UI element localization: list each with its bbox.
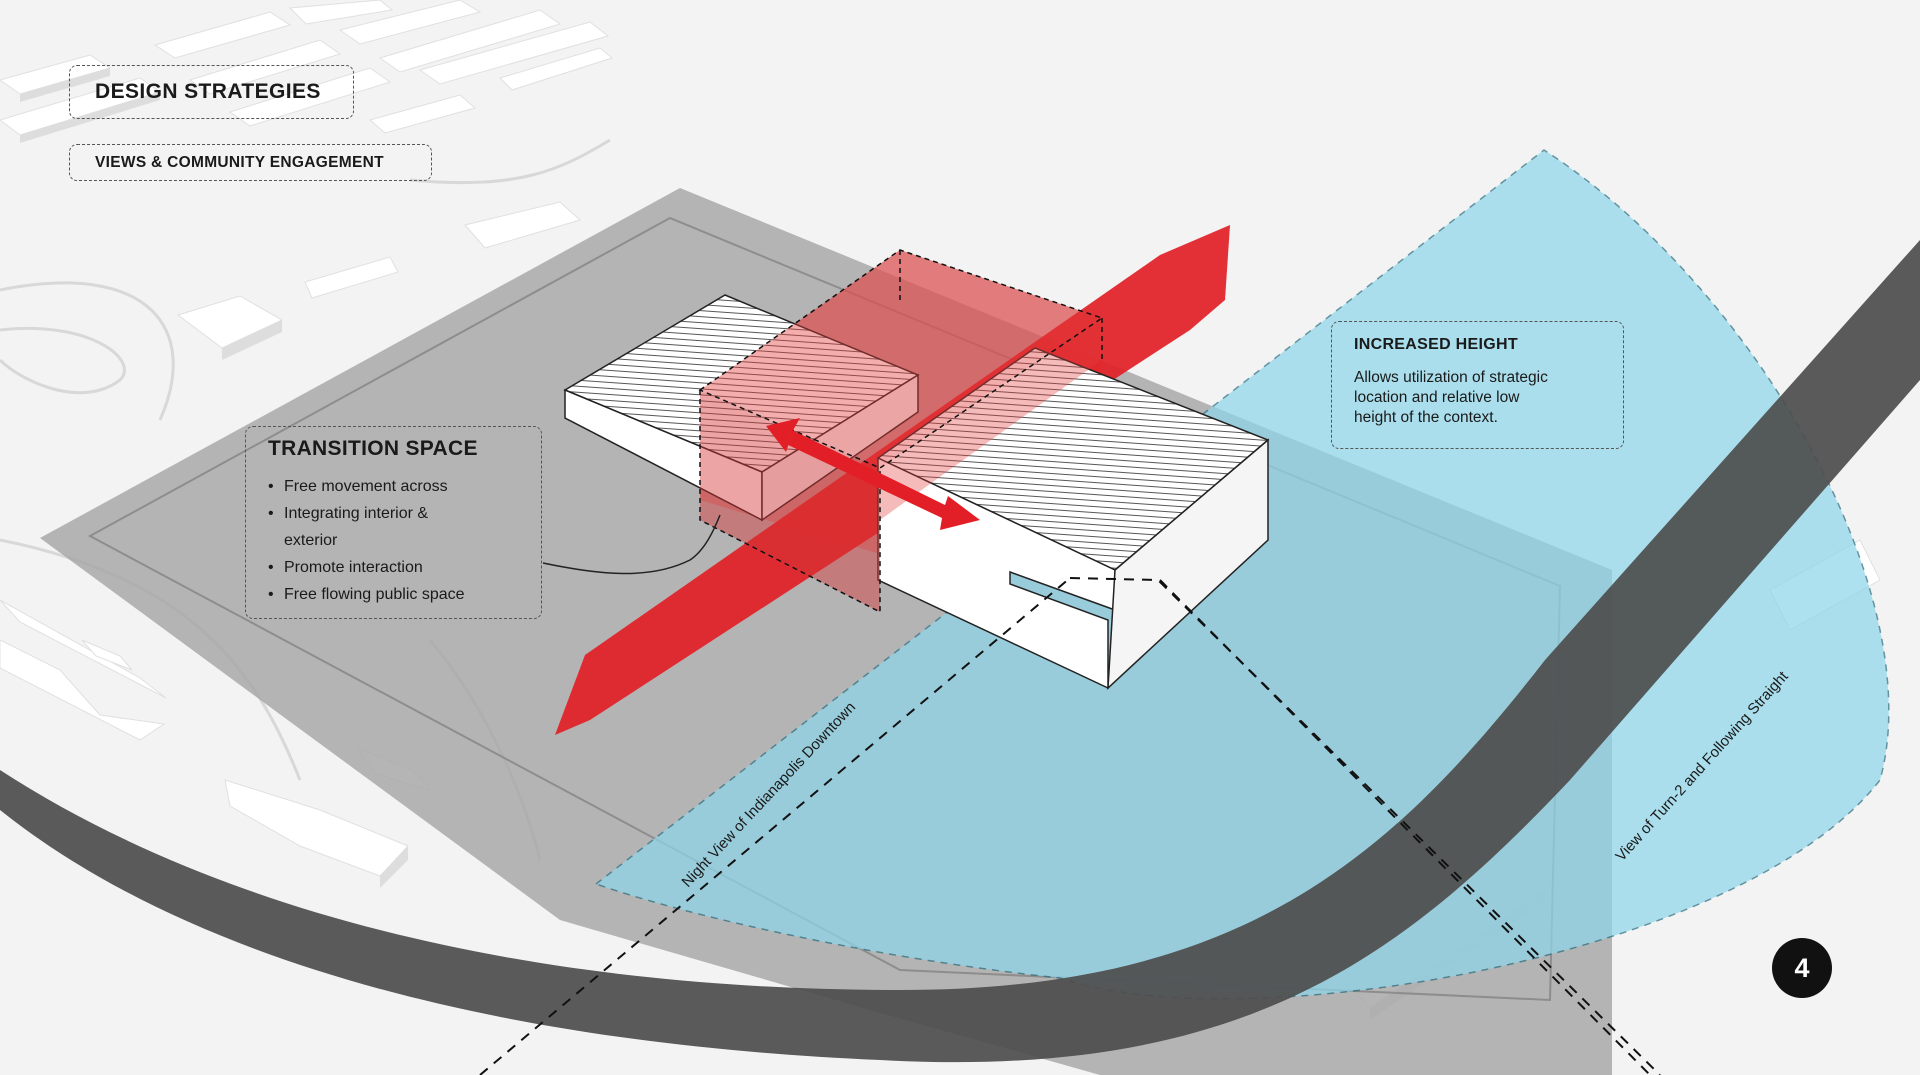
- page-title-text: DESIGN STRATEGIES: [95, 80, 321, 103]
- transition-space-title: TRANSITION SPACE: [268, 437, 478, 460]
- increased-height-line: height of the context.: [1354, 409, 1498, 426]
- list-item: Free flowing public space: [268, 581, 541, 608]
- movement-double-arrow: [766, 418, 980, 530]
- transition-volume: [698, 249, 1104, 614]
- transition-space-callout: TRANSITION SPACE Free movement across In…: [245, 426, 542, 619]
- section-subtitle-text: VIEWS & COMMUNITY ENGAGEMENT: [95, 153, 384, 171]
- increased-height-line: Allows utilization of strategic: [1354, 369, 1548, 386]
- list-item: Integrating interior &: [268, 500, 541, 527]
- page-number: 4: [1794, 952, 1810, 983]
- increased-height-line: location and relative low: [1354, 389, 1520, 406]
- list-item: Promote interaction: [268, 554, 541, 581]
- transition-space-list: Free movement across Integrating interio…: [268, 473, 541, 608]
- page-title: DESIGN STRATEGIES: [69, 65, 354, 119]
- sight-lines: [479, 577, 1661, 1075]
- view-cone: [594, 149, 1890, 1000]
- leader-line: [542, 514, 721, 575]
- list-item: Free movement across: [268, 473, 541, 500]
- list-item: exterior: [284, 532, 338, 549]
- increased-height-title: INCREASED HEIGHT: [1354, 336, 1518, 353]
- increased-height-callout: INCREASED HEIGHT Allows utilization of s…: [1331, 321, 1624, 449]
- page-number-badge: 4: [1772, 938, 1832, 998]
- race-track: [0, 240, 1920, 1063]
- section-subtitle: VIEWS & COMMUNITY ENGAGEMENT: [69, 144, 432, 181]
- building-left: [563, 294, 920, 522]
